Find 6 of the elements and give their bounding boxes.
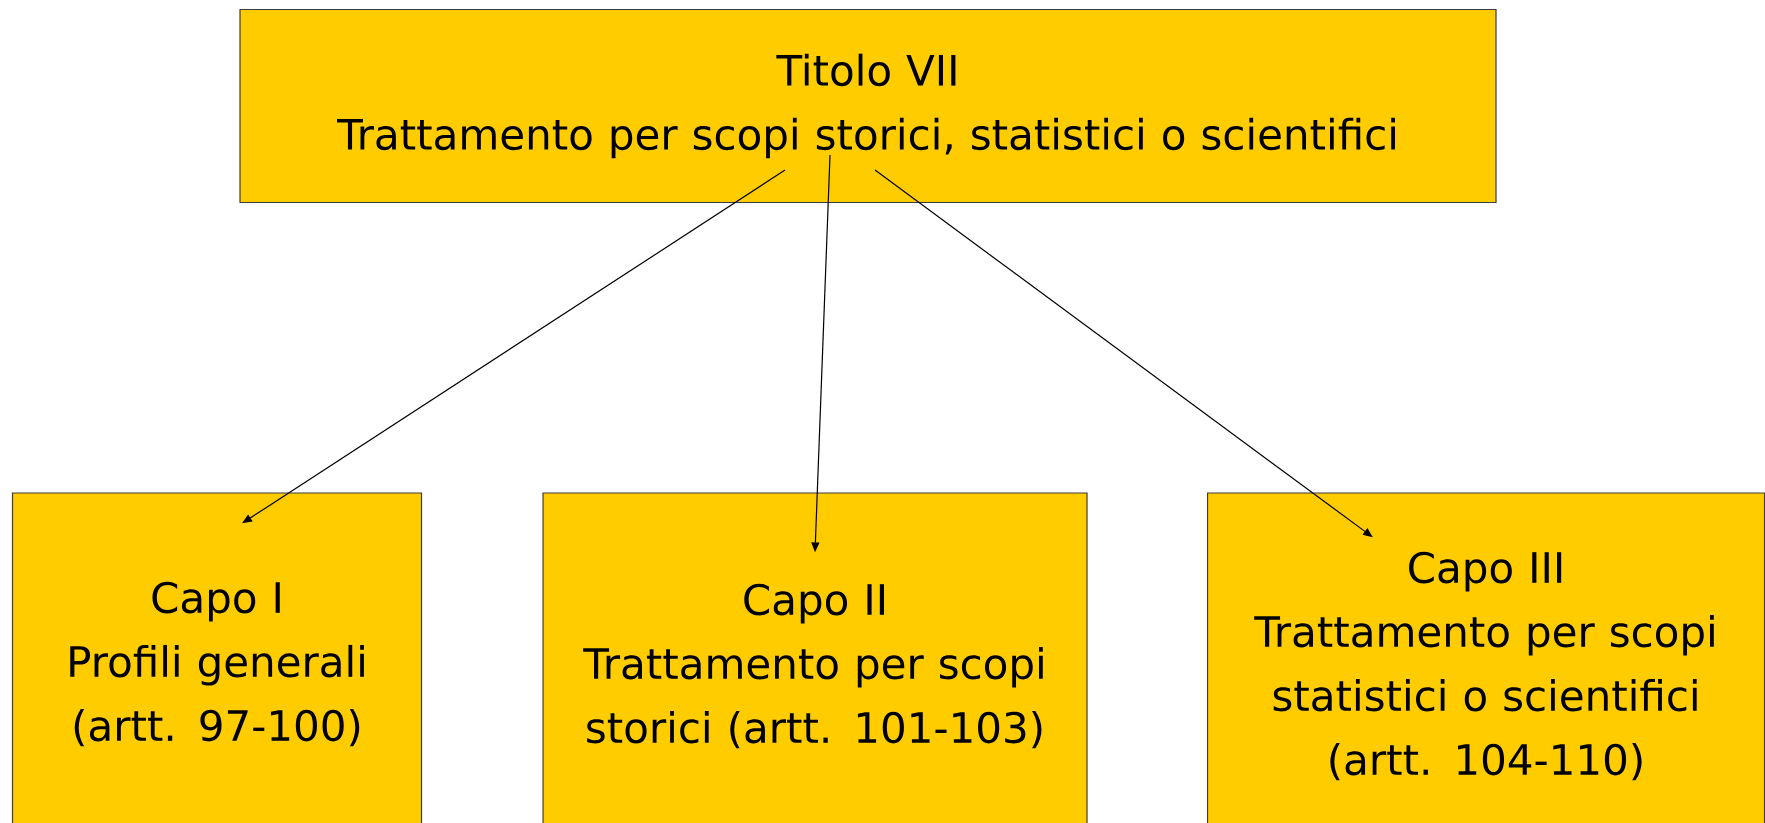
title-box: Capo I Profili generali (artt. 97-100) <box>11 492 423 823</box>
arrow <box>242 169 786 524</box>
arrow <box>874 169 1373 538</box>
title-box: Capo III Trattamento per scopi statistici o scientifici (artt. 104-110) <box>1206 492 1765 823</box>
title-box: Titolo VII Trattamento per scopi storici, statistici o scientifici <box>239 8 1497 204</box>
title-box: Capo II Trattamento per scopi storici (artt. 101-103) <box>542 492 1088 823</box>
